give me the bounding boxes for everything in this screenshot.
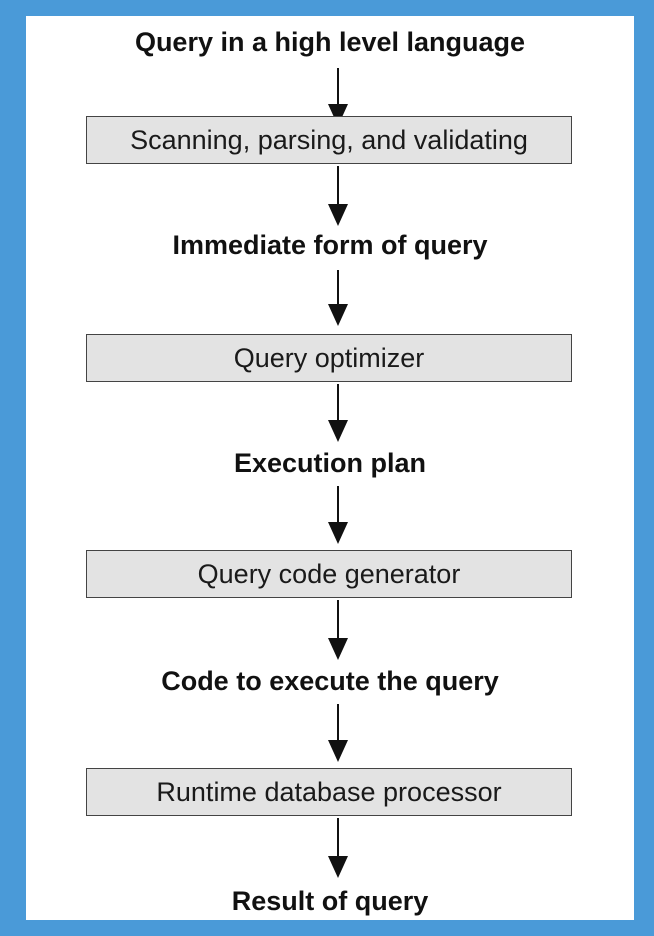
runtime-processor-label: Runtime database processor xyxy=(156,776,502,807)
immediate-form-label: Immediate form of query xyxy=(172,230,488,260)
scan-parse-validate-label: Scanning, parsing, and validating xyxy=(130,124,528,155)
arrow-down-icon xyxy=(328,600,348,660)
runtime-processor-box: Runtime database processor xyxy=(86,768,572,816)
arrow-down-icon xyxy=(328,166,348,226)
code-to-execute-label: Code to execute the query xyxy=(161,666,499,696)
query-optimizer-box: Query optimizer xyxy=(86,334,572,382)
execution-plan-label: Execution plan xyxy=(233,448,427,478)
query-input-label: Query in a high level language xyxy=(134,27,526,57)
query-optimizer-label: Query optimizer xyxy=(233,342,425,373)
arrow-down-icon xyxy=(328,704,348,762)
scan-parse-validate-box: Scanning, parsing, and validating xyxy=(86,116,572,164)
arrow-down-icon xyxy=(328,486,348,544)
diagram-canvas: Query in a high level language Scanning,… xyxy=(26,16,634,920)
arrow-down-icon xyxy=(328,818,348,878)
arrow-down-icon xyxy=(328,384,348,442)
query-code-generator-box: Query code generator xyxy=(86,550,572,598)
arrow-down-icon xyxy=(328,270,348,326)
result-label: Result of query xyxy=(231,886,429,916)
query-code-generator-label: Query code generator xyxy=(197,558,461,589)
